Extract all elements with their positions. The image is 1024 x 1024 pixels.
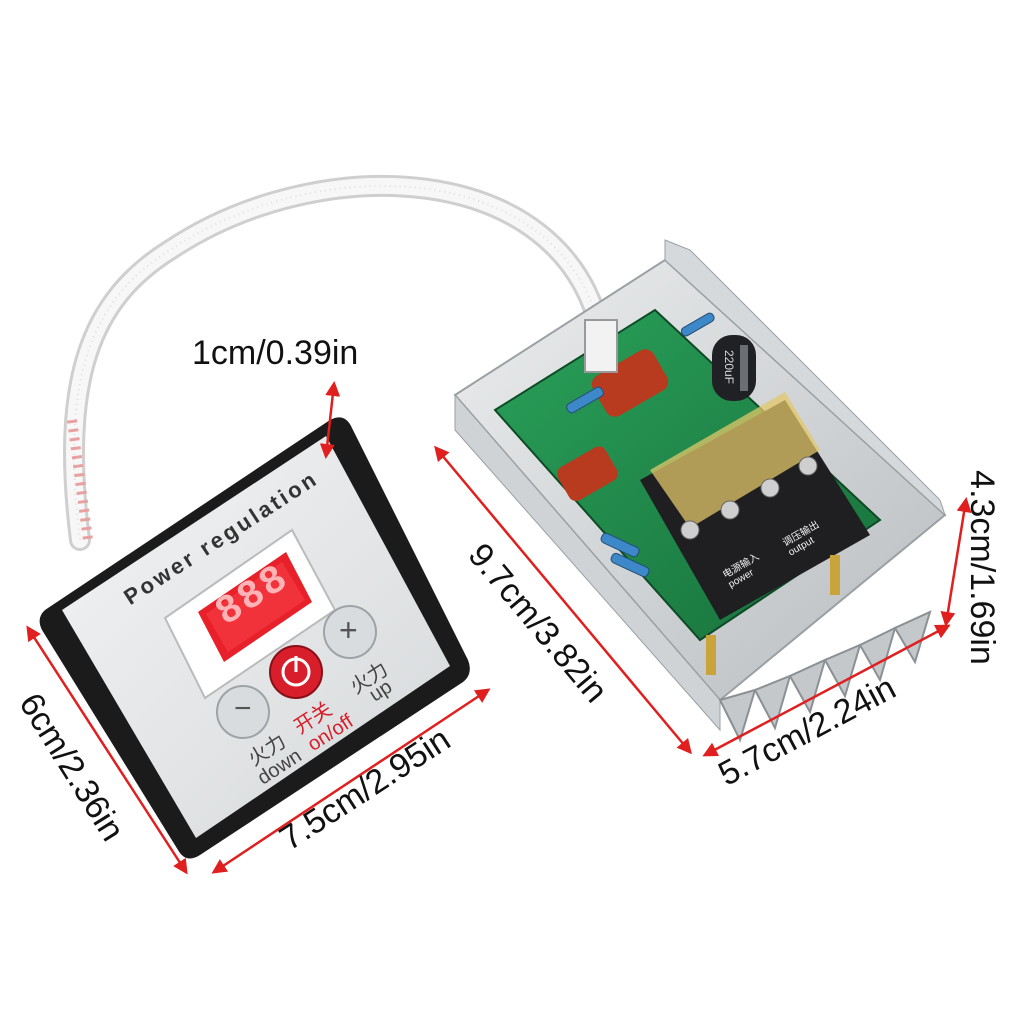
capacitor-marking: 220uF <box>722 349 737 385</box>
plus-button[interactable] <box>323 605 377 659</box>
plus-symbol: + <box>339 612 358 648</box>
film-capacitor <box>591 349 669 417</box>
label-module-height: 4.3cm/1.69in <box>962 470 1001 665</box>
power-module <box>453 239 947 743</box>
arrow-panel-thickness <box>319 381 341 459</box>
label-panel-thickness: 1cm/0.39in <box>192 334 359 372</box>
arrow-panel-height <box>26 625 188 875</box>
arrow-module-height <box>940 497 972 627</box>
dimension-arrows <box>26 381 972 875</box>
ribbon-cable <box>63 175 611 551</box>
arrow-module-length <box>434 445 692 755</box>
led-display <box>198 552 312 662</box>
arrow-module-width <box>702 624 951 757</box>
cable-connector <box>584 319 618 373</box>
minus-symbol: − <box>234 692 252 725</box>
